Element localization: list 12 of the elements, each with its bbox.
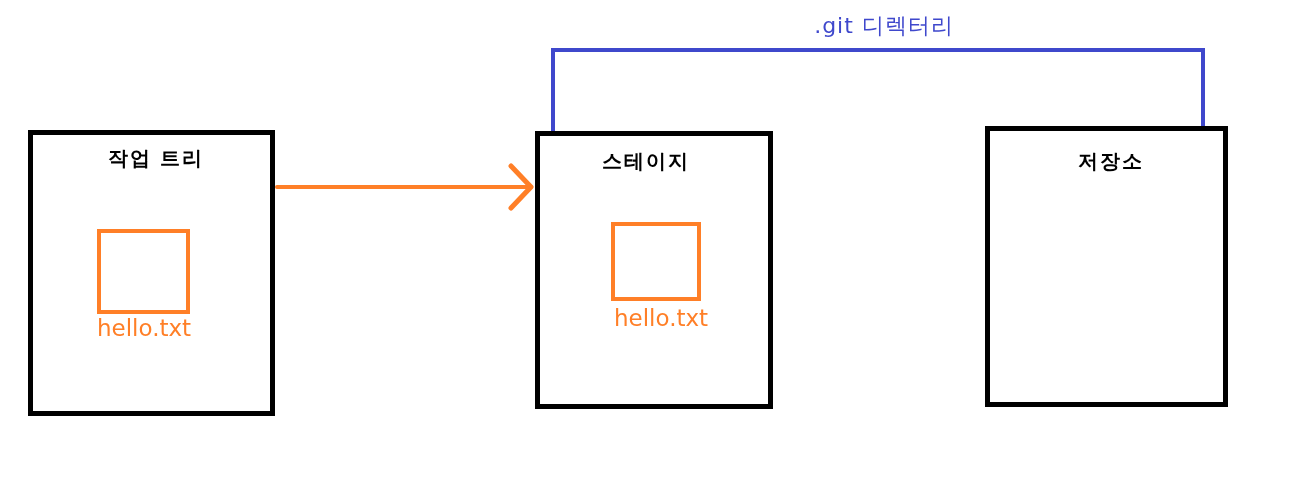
file-name: hello.txt — [614, 307, 709, 330]
arrow — [275, 163, 534, 211]
box-heading: 저장소 — [1078, 151, 1144, 171]
outlined-box — [985, 126, 1228, 407]
outlined-box — [28, 130, 275, 416]
outlined-box — [535, 131, 773, 409]
bracket-label: .git 디렉터리 — [814, 15, 954, 37]
box-heading: 작업 트리 — [107, 148, 205, 168]
file-name: hello.txt — [97, 317, 192, 340]
box-heading: 스테이지 — [602, 151, 690, 171]
file-box — [97, 229, 190, 314]
file-box — [611, 222, 701, 301]
